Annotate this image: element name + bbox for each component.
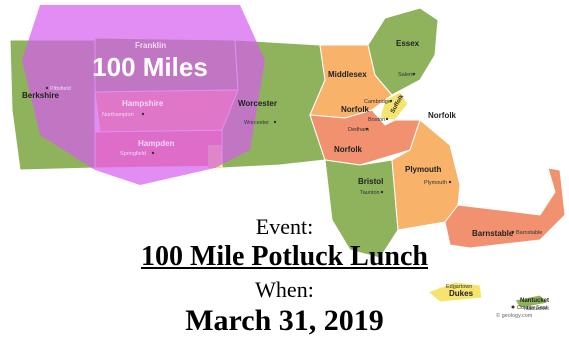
county-seat-dot <box>151 151 155 155</box>
county-seat-dot <box>389 99 393 103</box>
city-label-taunton: Taunton <box>360 190 380 196</box>
county-label-essex: Essex <box>396 39 420 48</box>
county-label-berkshire: Berkshire <box>22 91 59 100</box>
legend-dot-icon <box>511 305 515 309</box>
county-seat-dot <box>365 127 369 131</box>
watermark: © geology.com <box>496 312 533 319</box>
county-seat-dot <box>273 120 277 124</box>
county-essex <box>367 7 439 96</box>
county-label-norfolk: Norfolk <box>341 105 370 114</box>
county-label-worcester: Worcester <box>238 99 277 108</box>
county-barnstable <box>444 167 566 249</box>
flyer: Franklin Berkshire Hampshire Hampden Wor… <box>9 5 566 337</box>
county-label-hampshire: Hampshire <box>122 99 164 108</box>
massachusetts-map: Franklin Berkshire Hampshire Hampden Wor… <box>9 5 566 319</box>
county-label-nantucket: Nantucket <box>520 298 549 304</box>
radius-label: 100 Miles <box>92 52 208 82</box>
county-nantucket <box>514 294 550 309</box>
county-seat-dot <box>380 190 384 194</box>
county-label-norfolk-east: Norfolk <box>428 111 457 120</box>
county-label-hampden: Hampden <box>138 139 175 148</box>
county-label-bristol: Bristol <box>358 177 383 186</box>
event-date: March 31, 2019 <box>185 304 384 337</box>
county-seat-dot <box>448 180 452 184</box>
county-bristol <box>324 159 399 259</box>
county-seat-dot <box>141 112 145 116</box>
city-label-northampton: Northampton <box>102 112 134 118</box>
city-label-cambridge: Cambridge <box>364 99 391 105</box>
event-title: 100 Mile Potluck Lunch <box>140 241 428 272</box>
county-label-dukes: Dukes <box>449 289 474 298</box>
city-label-dedham: Dedham <box>348 127 369 133</box>
city-label-worcester: Worcester <box>244 120 269 126</box>
county-seat-dot <box>385 117 389 121</box>
county-label-norfolk-main: Norfolk <box>334 145 363 154</box>
city-label-edgartown: Edgartown <box>446 284 472 290</box>
city-label-barnstable: Barnstable <box>516 230 542 236</box>
city-label-salem: Salem <box>398 72 414 78</box>
county-label-middlesex: Middlesex <box>328 70 367 79</box>
county-suffolk <box>379 91 409 121</box>
city-label-boston: Boston <box>368 117 385 123</box>
county-label-barnstable: Barnstable <box>472 229 514 238</box>
city-label-nantucket: Nantucket <box>524 306 549 312</box>
city-label-plymouth: Plymouth <box>424 180 447 186</box>
when-label: When: <box>255 277 314 302</box>
event-label: Event: <box>255 214 314 239</box>
county-seat-dot <box>412 72 416 76</box>
county-seat-dot <box>45 86 49 90</box>
legend-county-seat: County Seat <box>517 305 548 311</box>
county-label-franklin: Franklin <box>135 41 166 50</box>
city-label-pittsfield: Pittsfield <box>50 86 71 92</box>
county-plymouth <box>391 119 461 231</box>
county-dukes <box>427 281 483 303</box>
city-label-springfield: Springfield <box>120 151 146 157</box>
radius-overlay <box>22 5 265 185</box>
county-label-plymouth: Plymouth <box>405 165 442 174</box>
county-seat-dot <box>511 230 515 234</box>
